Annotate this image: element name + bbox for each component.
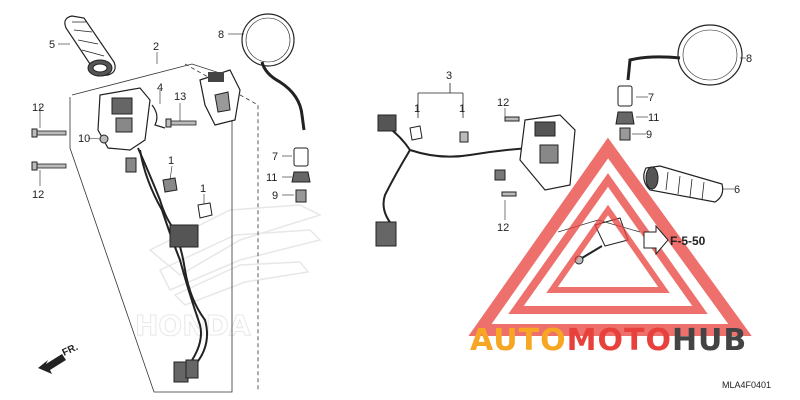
callout-3: 3 xyxy=(446,70,452,82)
left-wire-harness xyxy=(137,147,208,383)
leader-lines xyxy=(39,33,746,220)
svg-text:AUTOMOTOHUB: AUTOMOTOHUB xyxy=(470,323,747,358)
left-clips xyxy=(125,157,213,219)
callout-12-a: 12 xyxy=(32,102,44,114)
honda-brand-text: HONDA xyxy=(135,309,251,342)
callout-7-left: 7 xyxy=(272,151,278,163)
honda-wing-logo: HONDA xyxy=(135,204,322,343)
left-switch-box xyxy=(69,63,259,393)
callout-5: 5 xyxy=(49,39,55,51)
middle-harness xyxy=(375,83,531,247)
diagram-code: MLA4F0401 xyxy=(722,380,771,390)
callout-13: 13 xyxy=(174,91,186,103)
callout-1-d: 1 xyxy=(459,103,465,115)
reference-arrow: F-5-50 xyxy=(643,224,706,256)
callout-2: 2 xyxy=(153,41,159,53)
callout-12-b: 12 xyxy=(32,189,44,201)
reference-label: F-5-50 xyxy=(670,234,706,248)
watermark-auto: AUTO xyxy=(470,323,567,358)
right-grip xyxy=(643,165,724,203)
callout-numbers: 5 2 8 4 13 12 10 12 1 1 7 11 9 3 1 1 12 … xyxy=(32,29,752,234)
callout-4: 4 xyxy=(157,82,163,94)
callout-11-left: 11 xyxy=(266,172,277,184)
callout-1-b: 1 xyxy=(200,183,206,195)
watermark-hub: HUB xyxy=(672,323,747,358)
callout-1-a: 1 xyxy=(168,155,174,167)
callout-6: 6 xyxy=(734,184,740,196)
callout-9-right: 9 xyxy=(646,129,652,141)
callout-8-left: 8 xyxy=(218,29,224,41)
callout-8-right: 8 xyxy=(746,53,752,65)
left-mirror xyxy=(241,13,311,203)
watermark-moto: MOTO xyxy=(567,323,672,358)
callout-12-c: 12 xyxy=(497,97,509,109)
callout-10: 10 xyxy=(78,133,90,145)
left-bolts xyxy=(31,104,197,171)
callout-7-right: 7 xyxy=(648,92,654,104)
front-direction-indicator: FR. xyxy=(38,342,80,374)
callout-12-d: 12 xyxy=(497,222,509,234)
watermark-text: AUTOMOTOHUB xyxy=(470,323,747,358)
callout-9-left: 9 xyxy=(272,190,278,202)
callout-1-c: 1 xyxy=(414,103,420,115)
right-switch-housing xyxy=(494,114,576,197)
left-switch-housing xyxy=(97,69,241,151)
direction-label: FR. xyxy=(61,342,80,359)
left-grip xyxy=(64,15,116,77)
callout-11-right: 11 xyxy=(648,112,659,124)
right-mirror xyxy=(615,24,743,141)
